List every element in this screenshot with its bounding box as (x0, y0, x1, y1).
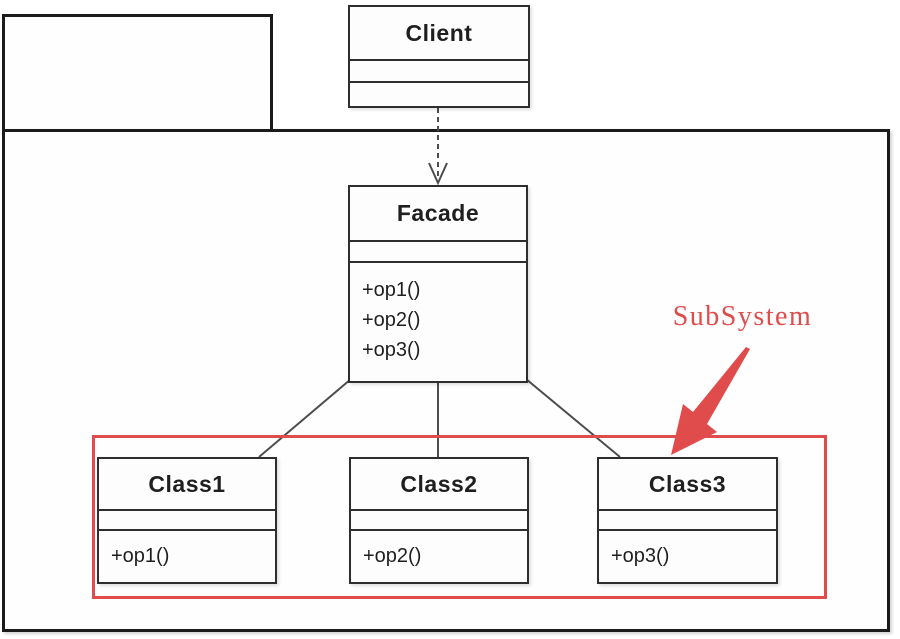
class3-attributes-compartment (599, 509, 776, 529)
class3-class-name: Class3 (648, 470, 727, 497)
facade-method-op3: +op3() (362, 339, 421, 361)
class3-method-op3: +op3() (611, 545, 670, 567)
facade-class-box: Facade +op1() +op2() +op3() (348, 185, 528, 383)
dependency-arrowhead-icon (428, 162, 448, 186)
facade-class-name: Facade (396, 200, 480, 226)
client-class-box: Client (348, 5, 530, 108)
class1-attributes-compartment (99, 509, 275, 529)
package-tab (2, 14, 273, 129)
class3-operations-compartment: +op3() (599, 529, 776, 582)
class2-operations-compartment: +op2() (351, 529, 527, 582)
class2-class-name: Class2 (400, 470, 478, 497)
class3-class-box: Class3 +op3() (597, 457, 778, 584)
class2-method-op2: +op2() (363, 545, 422, 567)
class2-class-box: Class2 +op2() (349, 457, 529, 584)
client-attributes-compartment (350, 59, 528, 81)
class1-method-op1: +op1() (111, 545, 170, 567)
class1-class-box: Class1 +op1() (97, 457, 277, 584)
client-class-name: Client (405, 19, 473, 46)
facade-class1-line (258, 378, 352, 458)
facade-method-op2: +op2() (362, 309, 421, 331)
client-operations-compartment (350, 81, 528, 106)
class1-operations-compartment: +op1() (99, 529, 275, 582)
class1-class-name: Class1 (148, 470, 226, 497)
facade-method-op1: +op1() (362, 279, 421, 301)
class2-attributes-compartment (351, 509, 527, 529)
facade-class3-line (525, 378, 621, 458)
facade-operations-compartment: +op1() +op2() +op3() (350, 261, 526, 381)
subsystem-label: SubSystem (672, 301, 813, 332)
facade-attributes-compartment (350, 240, 526, 261)
